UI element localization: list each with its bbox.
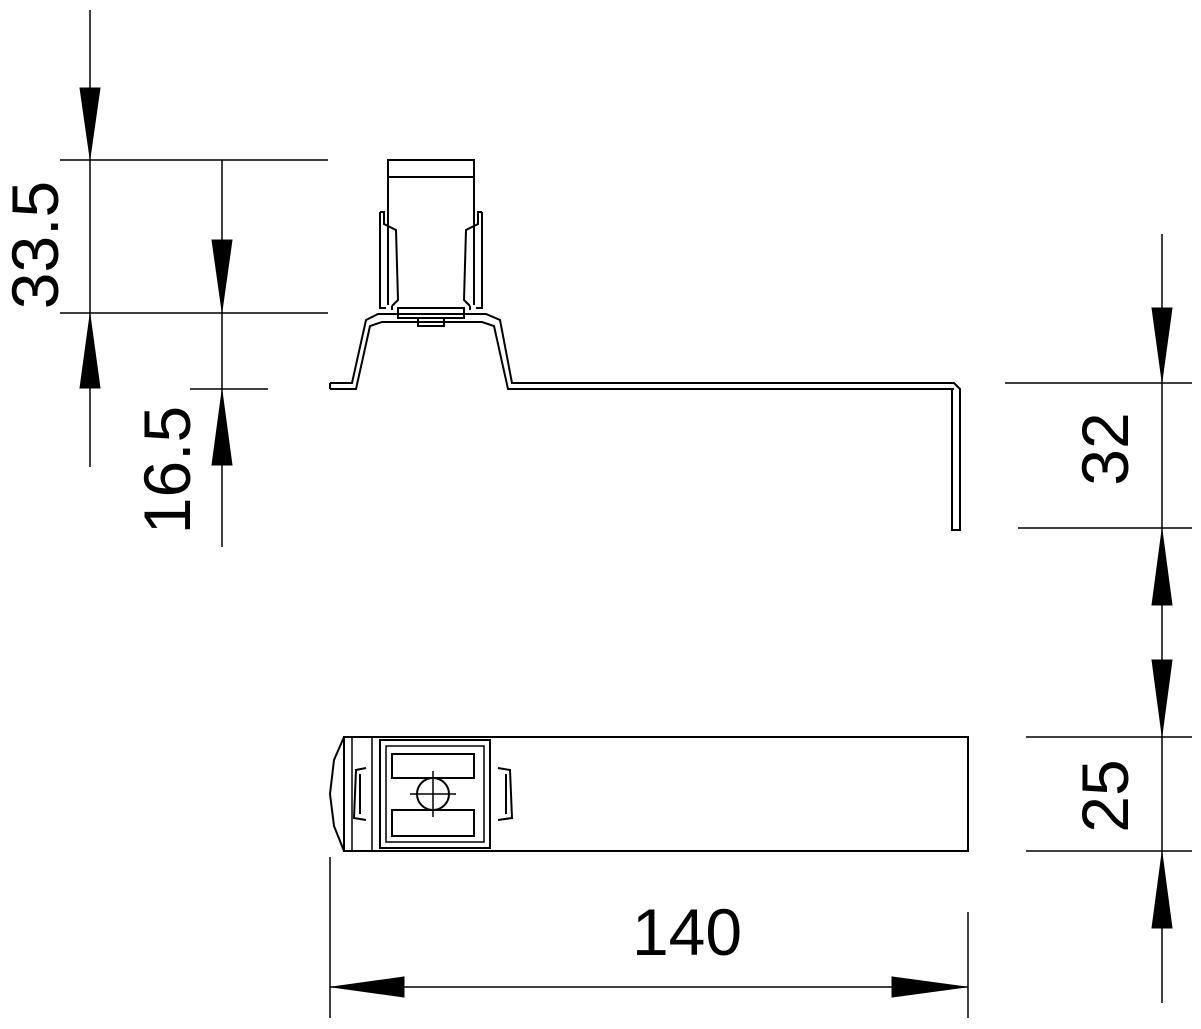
dim-label-total-height: 33.5: [0, 181, 72, 309]
clamp-side-tabs: [352, 767, 514, 821]
dim-label-length: 140: [632, 895, 742, 969]
arrow-down-icon: [211, 239, 233, 312]
clamp-jaws: [391, 753, 475, 837]
strip-left-inner: [351, 737, 373, 851]
arrow-up-icon: [211, 390, 233, 466]
arrow-up-icon: [1151, 529, 1173, 606]
bracket-outer: [330, 313, 947, 384]
arrow-left-icon: [331, 976, 405, 998]
arrow-right-icon: [891, 976, 967, 998]
arrow-up-icon: [1151, 852, 1173, 929]
clamp-housing: [379, 739, 491, 849]
strip-left-end: [328, 736, 345, 852]
arrow-down-icon: [79, 87, 101, 159]
clamp-housing-inner: [385, 745, 485, 843]
arrow-down-icon: [1151, 659, 1173, 736]
arrow-down-icon: [1151, 307, 1173, 382]
dim-label-strip-width: 25: [1068, 759, 1142, 832]
dim-label-bend-depth: 32: [1068, 412, 1142, 485]
bracket-inner: [330, 321, 954, 390]
clip-left-arm: [379, 211, 400, 310]
clip-right-arm: [462, 211, 483, 310]
clip-body: [387, 177, 475, 305]
bracket-bent-end: [947, 382, 961, 531]
top-view: [328, 736, 969, 852]
side-view: [329, 159, 961, 531]
arrow-up-icon: [79, 314, 101, 389]
strip-outline: [343, 736, 969, 852]
clip-cap: [387, 159, 475, 178]
screw-crosshair: [410, 771, 456, 817]
dimension-lines: [60, 10, 1192, 1018]
dim-label-base-height: 16.5: [130, 406, 204, 534]
